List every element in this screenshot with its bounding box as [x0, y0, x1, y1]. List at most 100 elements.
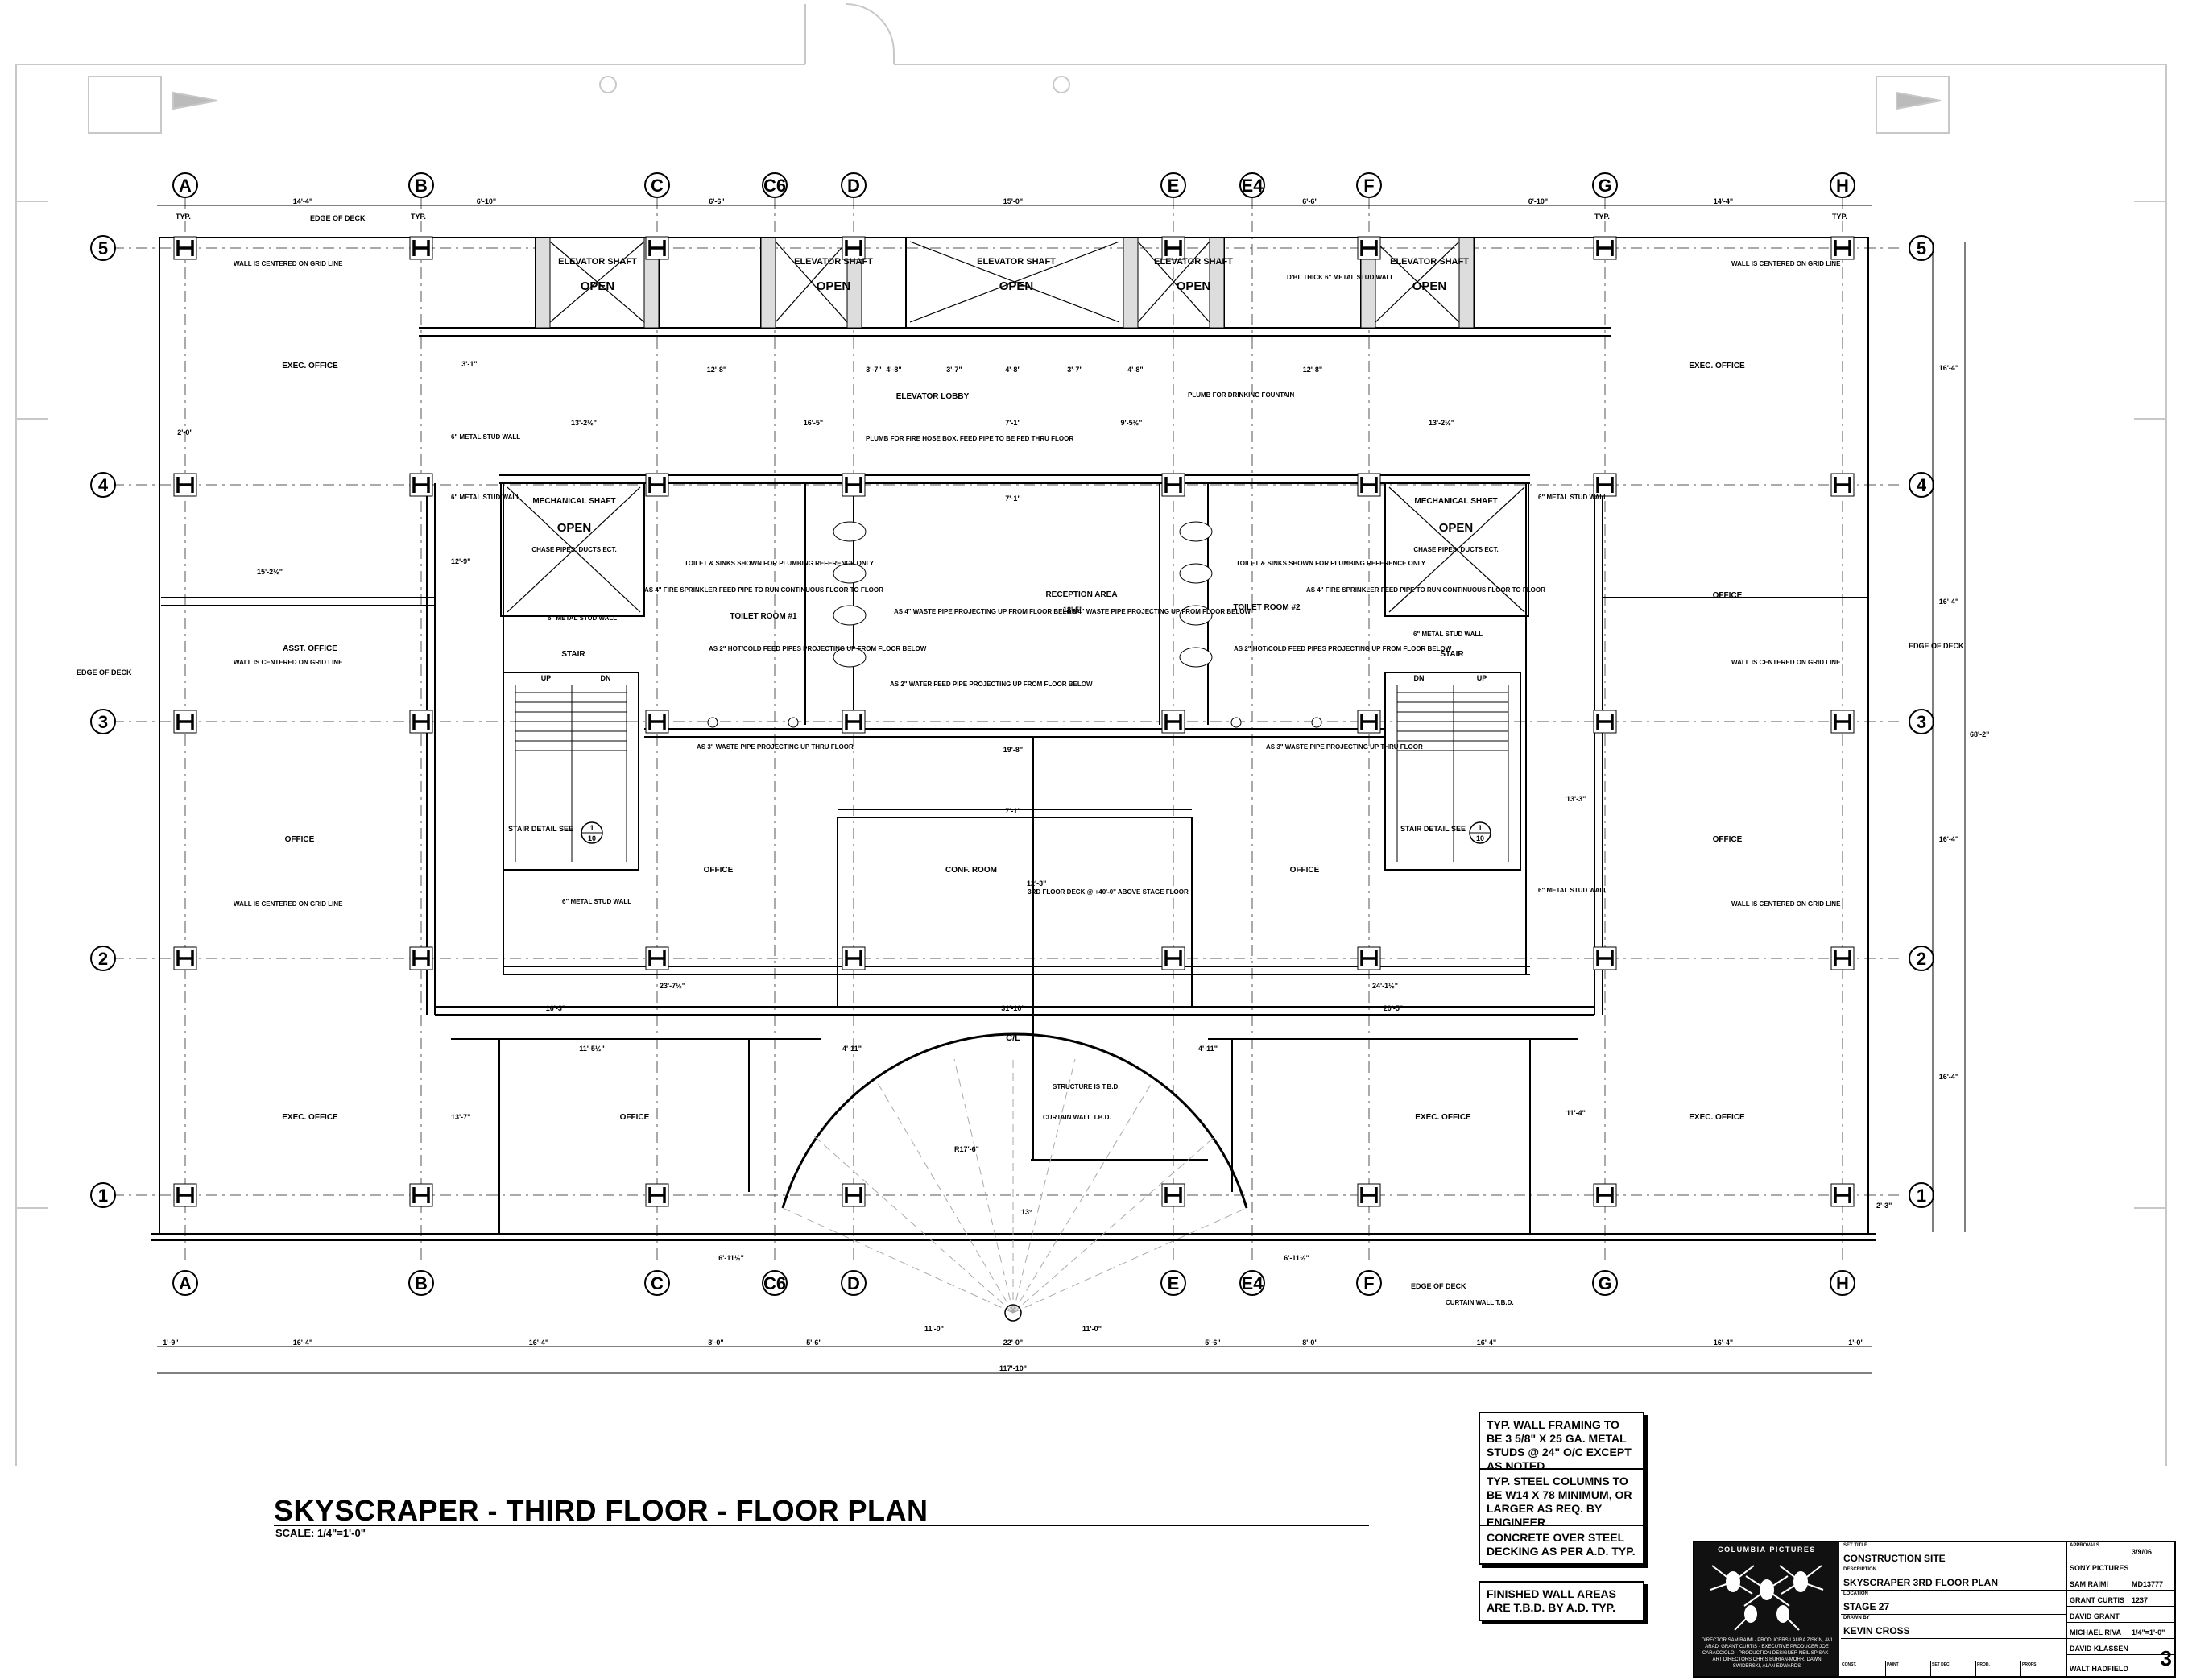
studio-logo-panel: COLUMBIA PICTURES DIRECTOR SAM RAIMI · P… [1694, 1542, 1839, 1676]
core-dim: 3'-7" [1067, 366, 1082, 374]
grid-bubble-row-5-label: 5 [1917, 238, 1926, 259]
side-dim: 13'-7" [451, 1113, 470, 1121]
fire-sprinkler-callout: AS 4" FIRE SPRINKLER FEED PIPE TO RUN CO… [1306, 586, 1545, 594]
mechanical-shaft-label: MECHANICAL SHAFT [1414, 497, 1497, 506]
grid-bubble-col-c: C [644, 1270, 670, 1296]
small-dim: 6'-11½" [718, 1254, 743, 1262]
dept-cell: CONST. [1841, 1661, 1886, 1676]
bay-dim: 1'-0" [1848, 1339, 1863, 1347]
overall-height-dim: 68'-2" [1970, 730, 1989, 739]
title-underline [274, 1525, 1369, 1526]
asst-office-label: ASST. OFFICE [283, 644, 337, 653]
overall-width-dim: 117'-10" [999, 1364, 1027, 1372]
chase-label: CHASE PIPES, DUCTS ECT. [1413, 546, 1498, 553]
dept-cell: PROD. [1976, 1661, 2021, 1676]
edge-of-deck-callout: EDGE OF DECK [1411, 1282, 1466, 1290]
stair-up-label: UP [1477, 674, 1487, 682]
bay-dim: 8'-0" [1302, 1339, 1317, 1347]
corridor-dim: 19'-8" [1003, 746, 1023, 754]
side-dim: 16'-4" [1939, 1073, 1958, 1081]
stair-dn-label: DN [1414, 674, 1425, 682]
side-dim: 12'-9" [451, 557, 470, 565]
exec-office-label: EXEC. OFFICE [1415, 1113, 1471, 1122]
small-dim: 3'-1" [461, 360, 477, 368]
steel-column [842, 473, 866, 497]
small-dim: 6'-11½" [1284, 1254, 1309, 1262]
grid-bubble-col-c6-label: C6 [763, 1273, 786, 1293]
date-value: 3/9/06 [2132, 1548, 2153, 1556]
exec-office-label: EXEC. OFFICE [282, 362, 338, 370]
office-label: OFFICE [620, 1113, 650, 1122]
metal-stud-callout: 6" METAL STUD WALL [451, 494, 520, 501]
reception-area-label: RECEPTION AREA [1045, 590, 1117, 599]
grid-bubble-col-f: F [1356, 172, 1382, 198]
grid-bubble-col-e-label: E [1168, 1273, 1180, 1293]
grid-bubble-row-3: 3 [90, 709, 116, 734]
corridor-dim: 7'-1" [1005, 807, 1020, 815]
side-dim: 16'-4" [1939, 364, 1958, 372]
drawing-scale: SCALE: 1/4"=1'-0" [275, 1527, 366, 1539]
grid-bubble-col-c-label: C [651, 1273, 664, 1293]
curtain-wall-callout: CURTAIN WALL T.B.D. [1446, 1299, 1514, 1306]
spider-emblem-icon [1710, 1565, 1824, 1631]
open-label: OPEN [581, 279, 615, 293]
typ-callout: TYP. [1832, 213, 1847, 221]
grid-bubble-col-g: G [1592, 172, 1618, 198]
steel-column [1357, 236, 1381, 260]
corridor-dim: 7'-1" [1005, 494, 1020, 503]
grid-bubble-row-1-label: 1 [98, 1186, 108, 1206]
grid-bubble-row-3: 3 [1909, 709, 1934, 734]
edge-of-deck-callout: EDGE OF DECK [77, 668, 132, 677]
grid-bubble-col-c6-label: C6 [763, 176, 786, 196]
steel-column [645, 1183, 669, 1207]
waste-pipe-4-callout: AS 4" WASTE PIPE PROJECTING UP FROM FLOO… [894, 608, 1078, 615]
dimension-strings [157, 205, 1966, 1374]
office-dim: 4'-11" [1198, 1045, 1218, 1053]
wall-centered-callout: WALL IS CENTERED ON GRID LINE [234, 900, 343, 908]
open-label: OPEN [557, 521, 592, 535]
core-dim: 4'-8" [1005, 366, 1020, 374]
stage-floor-label: 3RD FLOOR DECK @ +40'-0" ABOVE STAGE FLO… [1028, 888, 1189, 896]
lobby-dim: 9'-5½" [1121, 419, 1143, 427]
detail-ref-bottom: 10 [588, 834, 596, 842]
top-dim: 14'-4" [1714, 197, 1733, 205]
grid-bubble-col-e4-label: E4 [1242, 176, 1264, 196]
structure-tbd-callout: STRUCTURE IS T.B.D. [1053, 1083, 1120, 1090]
office-dim: 4'-11" [842, 1045, 862, 1053]
fire-sprinkler-callout: AS 4" FIRE SPRINKLER FEED PIPE TO RUN CO… [644, 586, 883, 594]
edge-of-deck-callout: EDGE OF DECK [310, 214, 366, 222]
grid-bubble-col-e: E [1160, 172, 1186, 198]
steel-column [842, 946, 866, 970]
exec-office-label: EXEC. OFFICE [1689, 1113, 1745, 1122]
metal-stud-callout: 6" METAL STUD WALL [562, 898, 631, 905]
side-dim: 16'-4" [1939, 835, 1958, 843]
curtain-wall-arc [781, 1032, 1248, 1322]
open-label: OPEN [999, 279, 1034, 293]
steel-column [409, 710, 433, 734]
steel-column [1593, 236, 1617, 260]
grid-bubble-col-c6: C6 [762, 1270, 788, 1296]
core-dim: 3'-7" [946, 366, 962, 374]
office-dim: 31'-10" [1001, 1004, 1024, 1012]
description-value: SKYSCRAPER 3RD FLOOR PLAN [1843, 1577, 1999, 1588]
core-dim: 4'-8" [886, 366, 901, 374]
core-dim: 12'-8" [707, 366, 726, 374]
grid-bubble-col-e4-label: E4 [1242, 1273, 1264, 1293]
side-dim: 13'-3" [1566, 795, 1586, 803]
steel-column [409, 473, 433, 497]
grid-bubble-col-a: A [172, 172, 198, 198]
sheet-number: 3 [2160, 1646, 2172, 1670]
supervising-ad-value: WALT HADFIELD [2070, 1665, 2128, 1673]
grid-bubble-row-2-label: 2 [98, 949, 108, 969]
dept-cell: PROPS [2021, 1661, 2066, 1676]
steel-column [173, 473, 197, 497]
steel-column [1593, 946, 1617, 970]
grid-bubble-col-d-label: D [847, 1273, 860, 1293]
grid-bubble-row-1: 1 [90, 1182, 116, 1208]
typ-callout: TYP. [411, 213, 426, 221]
steel-column [1830, 946, 1855, 970]
core-dim: 12'-8" [1303, 366, 1322, 374]
steel-column [1593, 710, 1617, 734]
side-dim: 16'-4" [1939, 598, 1958, 606]
set-title-value: CONSTRUCTION SITE [1843, 1553, 1946, 1564]
